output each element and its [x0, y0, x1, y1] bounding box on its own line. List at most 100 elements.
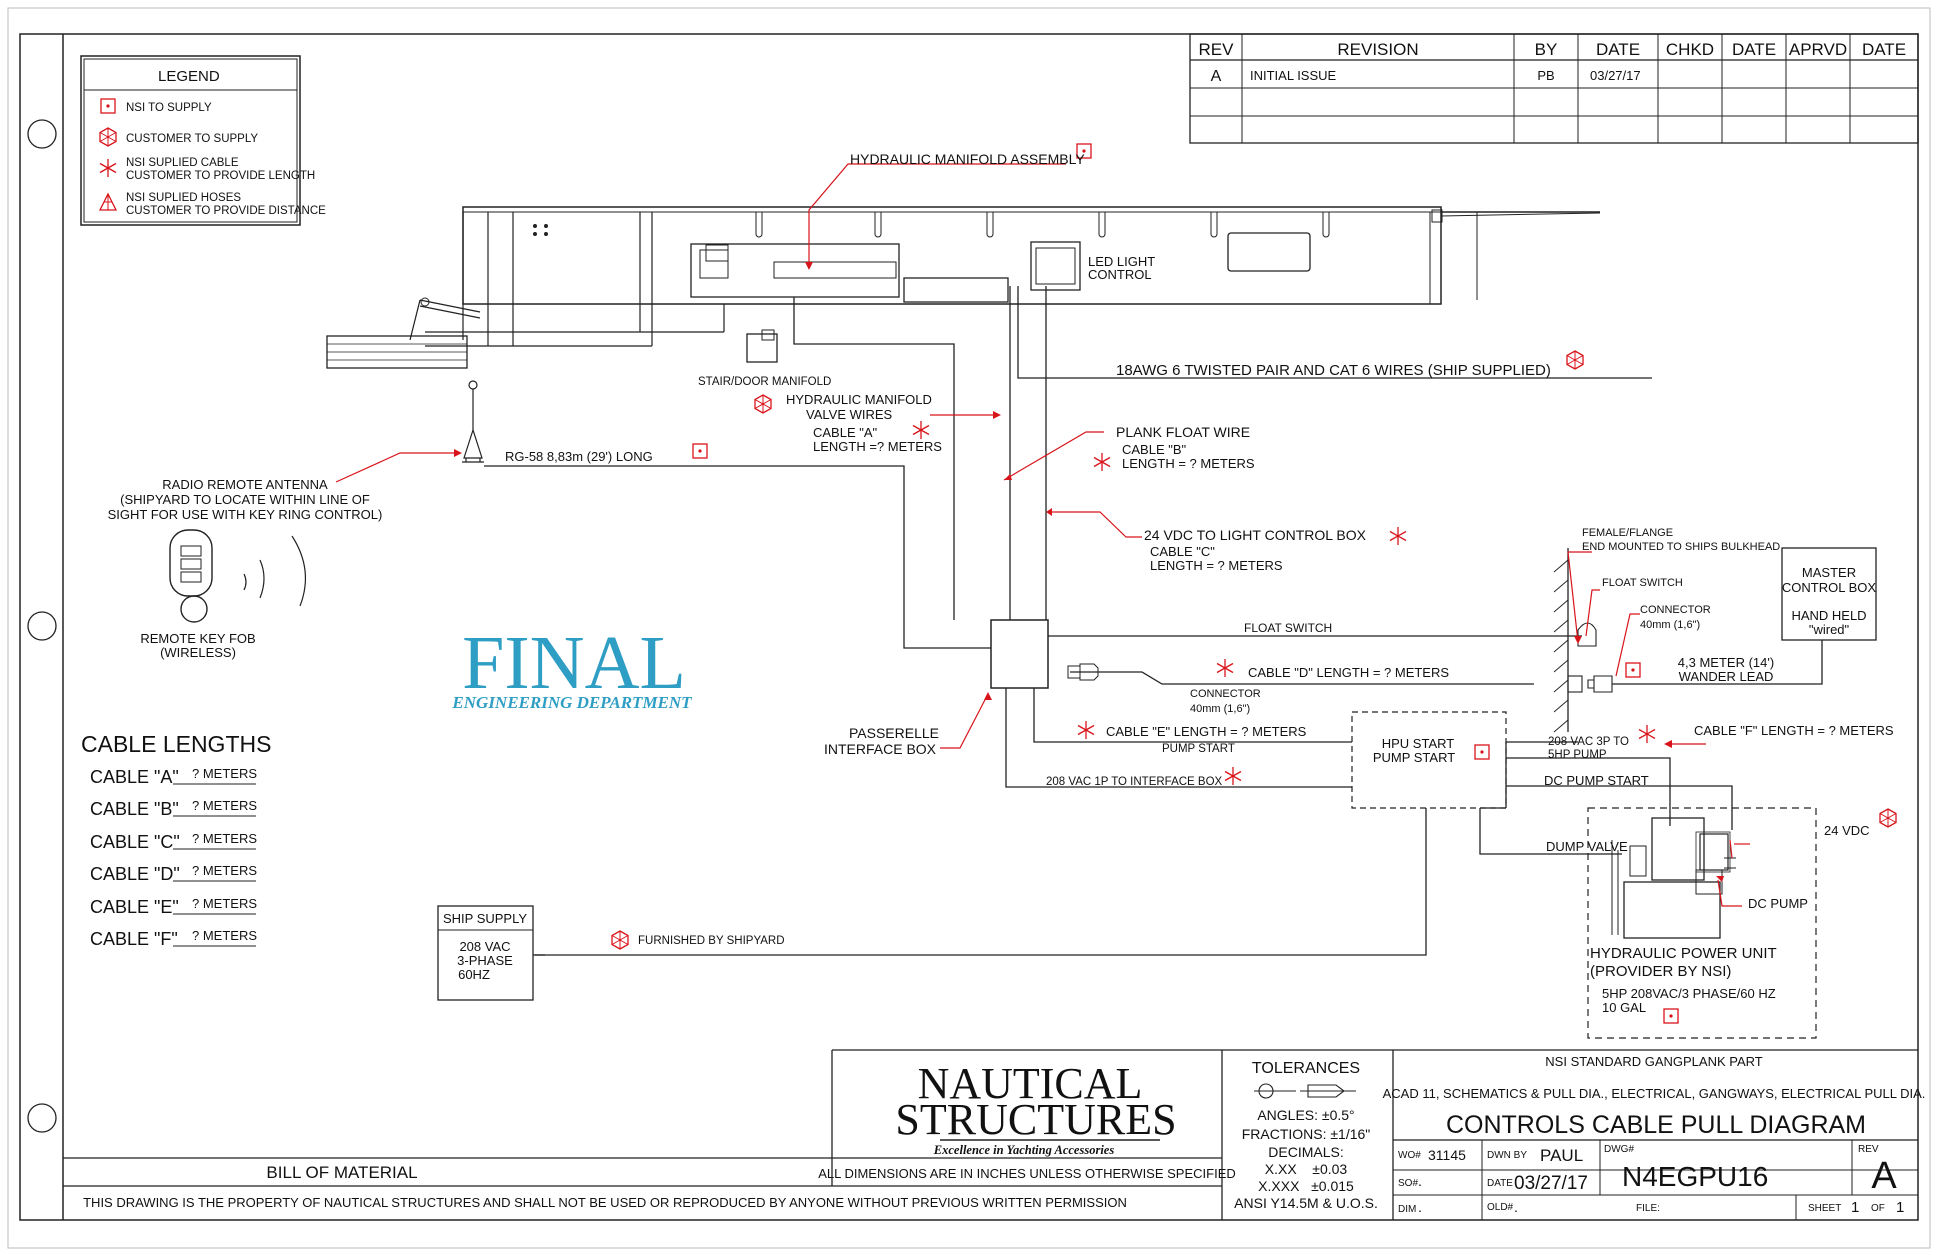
tolerance-fractions: FRACTIONS: ±1/16"	[1242, 1126, 1371, 1142]
of-value: 1	[1896, 1199, 1904, 1216]
cable-length-name: CABLE "C"	[90, 832, 180, 852]
drawing-border	[19, 33, 1919, 1221]
cable-length-row: CABLE "C" ? METERS	[90, 831, 257, 852]
label-connector-l2: 40mm (1,6")	[1190, 703, 1250, 715]
cable-length-name: CABLE "F"	[90, 929, 178, 949]
label-ship-supply-1: SHIP SUPPLY	[443, 911, 527, 926]
nsi-cable-marker	[1389, 526, 1407, 546]
cable-length-value: ? METERS	[192, 798, 257, 813]
label-plank-float-wire: PLANK FLOAT WIRE	[1116, 424, 1250, 440]
engineering-stamp: ENGINEERING DEPARTMENT	[451, 693, 692, 712]
label-wander-2: WANDER LEAD	[1679, 669, 1774, 684]
label-antenna-2: (SHIPYARD TO LOCATE WITHIN LINE OF	[120, 492, 370, 507]
label-float-switch-tag: FLOAT SWITCH	[1602, 577, 1683, 589]
legend-item-nsi-cable-2: CUSTOMER TO PROVIDE LENGTH	[126, 170, 315, 182]
rev-row-date: 03/27/17	[1590, 68, 1641, 83]
label-key-fob-2: (WIRELESS)	[160, 645, 236, 660]
punch-hole	[27, 119, 57, 149]
leaders	[335, 163, 1750, 907]
hexagon-star-icon	[99, 127, 117, 147]
label-float-switch-line: FLOAT SWITCH	[1244, 621, 1332, 635]
bill-of-material: BILL OF MATERIAL	[266, 1163, 417, 1182]
tolerance-xx: X.XX ±0.03	[1265, 1161, 1348, 1177]
old-label: OLD#	[1487, 1202, 1514, 1213]
label-female-flange-2: END MOUNTED TO SHIPS BULKHEAD	[1582, 541, 1780, 553]
nsi-cable-marker	[1216, 658, 1234, 678]
label-passerelle-1: PASSERELLE	[849, 725, 939, 741]
dwg-label: DWG#	[1604, 1144, 1634, 1155]
legend: LEGEND NSI TO SUPPLY CUSTOMER TO SUPPLY …	[80, 55, 326, 226]
customer-supply-marker	[1879, 808, 1897, 828]
dim-label: DIM	[1398, 1204, 1416, 1215]
punch-hole	[27, 611, 57, 641]
punch-hole	[27, 1103, 57, 1133]
triangle-icon	[99, 193, 117, 211]
label-24vdc: 24 VDC	[1824, 823, 1870, 838]
nsi-cable-marker	[912, 420, 930, 440]
cable-length-value: ? METERS	[192, 928, 257, 943]
cable-length-value: ? METERS	[192, 863, 257, 878]
cable-length-value: ? METERS	[192, 831, 257, 846]
label-master-4: "wired"	[1809, 622, 1850, 637]
dwn-label: DWN BY	[1487, 1150, 1527, 1161]
label-control: CONTROL	[1088, 267, 1152, 282]
rev-header-aprvd: APRVD	[1789, 40, 1847, 59]
label-cable-f: CABLE "F" LENGTH = ? METERS	[1694, 723, 1894, 738]
rev-header-revision: REVISION	[1337, 40, 1418, 59]
label-rg58: RG-58 8,83m (29') LONG	[505, 449, 653, 464]
legend-item-nsi-hoses: NSI SUPLIED HOSES	[126, 192, 241, 204]
label-connector-l1: CONNECTOR	[1190, 688, 1261, 700]
customer-supply-marker	[1566, 350, 1584, 370]
cable-length-name: CABLE "D"	[90, 864, 180, 884]
file-label: FILE:	[1636, 1203, 1660, 1214]
nsi-cable-marker	[1077, 720, 1095, 740]
label-key-fob-1: REMOTE KEY FOB	[140, 631, 255, 646]
label-wander-1: 4,3 METER (14')	[1678, 655, 1774, 670]
dim-value: .	[1418, 1199, 1422, 1215]
rev-header-rev: REV	[1199, 40, 1235, 59]
wo-value: 31145	[1428, 1147, 1466, 1163]
label-female-flange-1: FEMALE/FLANGE	[1582, 527, 1673, 539]
cable-length-value: ? METERS	[192, 766, 257, 781]
rev-row-rev: A	[1211, 68, 1222, 85]
cable-length-name: CABLE "B"	[90, 799, 179, 819]
label-dc-pump: DC PUMP	[1748, 896, 1808, 911]
tolerances-title: TOLERANCES	[1252, 1060, 1360, 1077]
legend-item-nsi-supply: NSI TO SUPPLY	[126, 102, 212, 114]
master-control-box	[1781, 547, 1877, 641]
cable-length-row: CABLE "D" ? METERS	[90, 863, 257, 884]
acad-line: ACAD 11, SCHEMATICS & PULL DIA., ELECTRI…	[1383, 1086, 1926, 1101]
cable-length-row: CABLE "B" ? METERS	[90, 798, 257, 819]
tolerance-xxx: X.XXX ±0.015	[1258, 1178, 1354, 1194]
label-24vdc-light: 24 VDC TO LIGHT CONTROL BOX	[1144, 527, 1367, 543]
nsi-supply-marker	[1663, 1008, 1679, 1024]
label-master-3: HAND HELD	[1791, 608, 1866, 623]
outer-border	[7, 7, 1931, 1249]
label-hpu-unit-4: 10 GAL	[1602, 1000, 1646, 1015]
label-208vac-3p-2: 5HP PUMP	[1548, 749, 1607, 761]
label-cable-c-1: CABLE "C"	[1150, 544, 1215, 559]
label-cable-a-2: LENGTH =? METERS	[813, 439, 942, 454]
nsi-supply-marker	[1625, 662, 1641, 678]
tolerance-ansi: ANSI Y14.5M & U.O.S.	[1234, 1195, 1378, 1211]
rev-value: A	[1871, 1155, 1897, 1197]
diagram-labels: HYDRAULIC MANIFOLD ASSEMBLY LED LIGHT CO…	[108, 151, 1894, 1015]
legend-item-customer-supply: CUSTOMER TO SUPPLY	[126, 133, 258, 145]
nsi-supply-marker	[692, 443, 708, 459]
logo-tagline: Excellence in Yachting Accessories	[933, 1143, 1115, 1157]
cable-length-row: CABLE "A" ? METERS	[90, 766, 257, 787]
old-value: .	[1514, 1199, 1518, 1215]
ship-supply-box	[437, 905, 534, 1001]
label-antenna-1: RADIO REMOTE ANTENNA	[162, 477, 328, 492]
label-208vac-1p: 208 VAC 1P TO INTERFACE BOX	[1046, 776, 1223, 788]
label-cable-b-2: LENGTH = ? METERS	[1122, 456, 1255, 471]
label-hyd-valve-2: VALVE WIRES	[806, 407, 893, 422]
wiring	[169, 286, 1877, 1039]
dwn-value: PAUL	[1540, 1146, 1583, 1165]
cable-lengths-title: CABLE LENGTHS	[81, 731, 271, 757]
rev-header-date: DATE	[1596, 40, 1640, 59]
legend-item-nsi-cable: NSI SUPLIED CABLE	[126, 157, 239, 169]
label-cable-c-2: LENGTH = ? METERS	[1150, 558, 1283, 573]
label-hpu-unit-2: (PROVIDER BY NSI)	[1590, 963, 1731, 980]
label-hpu-1: HPU START	[1382, 736, 1455, 751]
